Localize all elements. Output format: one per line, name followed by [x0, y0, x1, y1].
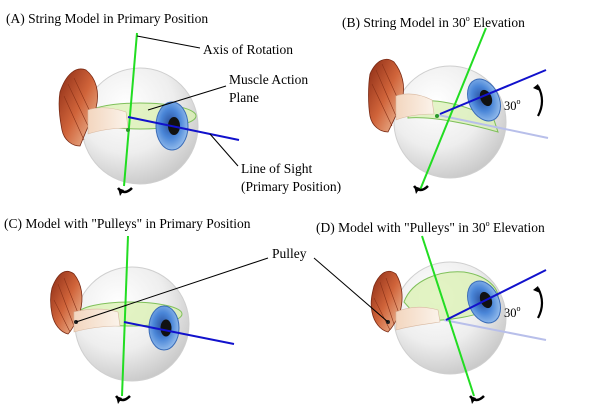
- line-of-sight: [127, 116, 240, 141]
- rotation-arrowhead: [118, 188, 124, 196]
- panel-b-title: (B) String Model in 30o Elevation: [342, 11, 525, 30]
- gaze-primary-ghost: [443, 319, 547, 341]
- line-of-sight: [439, 69, 547, 115]
- elevation-arrowhead: [533, 286, 540, 293]
- panel-a-title-text: (A) String Model in Primary Position: [6, 11, 209, 26]
- panel-d-title-post: Elevation: [489, 220, 545, 235]
- leader-pulley: [75, 257, 269, 323]
- axis-of-rotation-label: Axis of Rotation: [203, 42, 293, 57]
- leader-pulley: [313, 257, 389, 323]
- panel-d-title-degree: o: [485, 219, 490, 228]
- line-of-sight: [445, 269, 547, 321]
- panel-b: [368, 27, 549, 194]
- panel-b-elevation-label: 30o: [504, 94, 521, 114]
- panel-c: [50, 235, 269, 404]
- axis-of-rotation-line: [421, 235, 475, 397]
- leader-plane: [147, 85, 227, 111]
- insertion-point: [126, 128, 130, 132]
- gaze-primary-ghost: [437, 114, 549, 139]
- tendon: [395, 306, 441, 331]
- panel-d: [313, 235, 547, 404]
- muscle-action-plane-label-line1: Muscle Action: [229, 72, 309, 87]
- panel-c-title-text: (C) Model with "Pulleys" in Primary Posi…: [4, 216, 251, 231]
- elevation-arrow-icon: [537, 287, 544, 319]
- panel-d-elevation-label: 30o: [504, 301, 521, 321]
- panel-a: [58, 32, 240, 196]
- elevation-arrow-icon: [537, 85, 544, 117]
- pulley-label: Pulley: [272, 246, 307, 261]
- leader-axis: [136, 35, 201, 49]
- axis-of-rotation-line: [123, 32, 138, 187]
- panel-a-title: (A) String Model in Primary Position: [6, 11, 208, 26]
- panel-b-title-degree: o: [465, 14, 470, 23]
- panel-d-elevation-unit: o: [516, 304, 521, 313]
- panel-d-title: (D) Model with "Pulleys" in 30o Elevatio…: [316, 216, 545, 235]
- muscle-fibers: [373, 277, 401, 331]
- panel-d-title-pre: (D) Model with "Pulleys" in 30: [316, 220, 486, 235]
- axis-of-rotation-line: [121, 235, 129, 397]
- panel-b-title-pre: (B) String Model in 30: [342, 15, 466, 30]
- panel-b-title-post: Elevation: [469, 15, 525, 30]
- panel-c-title: (C) Model with "Pulleys" in Primary Posi…: [4, 216, 251, 231]
- muscle-action-plane-label-line2: Plane: [229, 90, 259, 105]
- tendon: [395, 93, 435, 121]
- leader-sight: [209, 133, 239, 167]
- insertion-point: [435, 114, 439, 118]
- panel-b-elevation-value: 30: [504, 99, 517, 113]
- line-of-sight-label-line1: Line of Sight: [241, 161, 313, 176]
- tendon: [73, 308, 121, 333]
- line-of-sight: [123, 321, 235, 345]
- pupil: [160, 319, 172, 337]
- rotation-arrowhead: [116, 396, 122, 404]
- panel-d-elevation-value: 30: [504, 306, 517, 320]
- panel-b-elevation-unit: o: [516, 97, 521, 106]
- rotation-arrowhead: [470, 396, 476, 404]
- line-of-sight-label-line2: (Primary Position): [241, 179, 342, 194]
- elevation-arrowhead: [533, 84, 540, 91]
- rotation-arrowhead: [414, 186, 420, 194]
